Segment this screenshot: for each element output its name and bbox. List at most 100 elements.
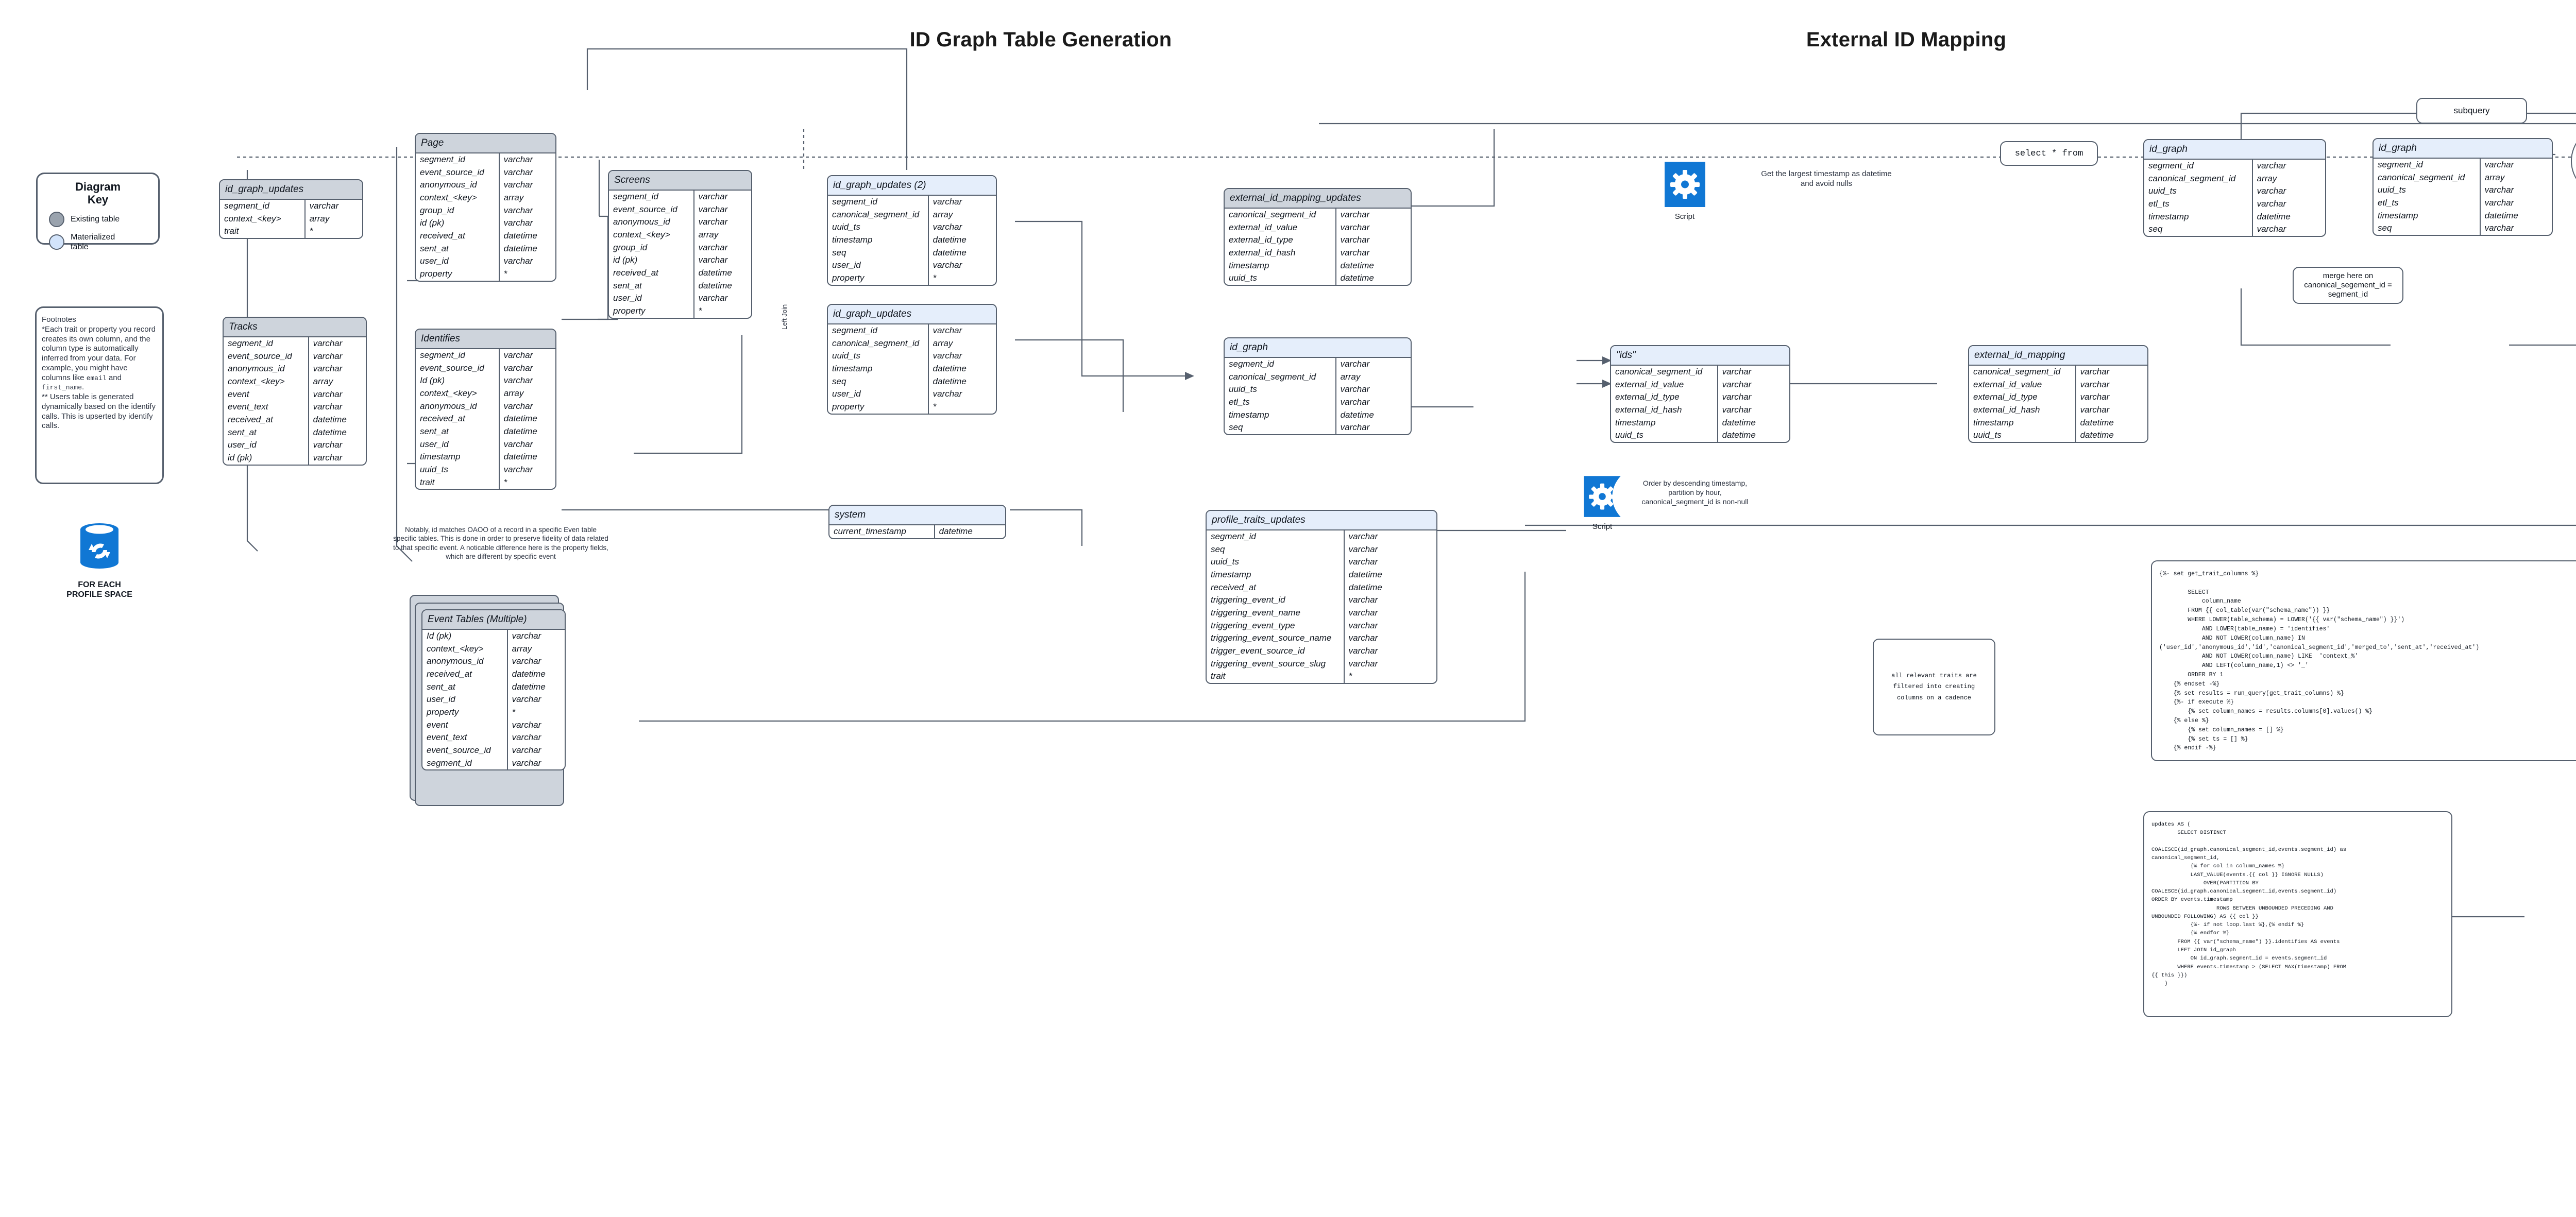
column-name-cell: uuid_ts	[1225, 383, 1336, 396]
column-name-cell: user_id	[422, 693, 508, 706]
column-name-cell: segment_id	[1225, 357, 1336, 371]
table-row: context_<key>array	[416, 387, 555, 400]
column-type-cell: datetime	[503, 243, 537, 253]
legend-item-materialized: Materialized table	[49, 232, 158, 252]
table-row: received_at datetime	[609, 266, 751, 280]
column-type-cell: varchar	[1340, 222, 1370, 232]
column-type-cell: array	[698, 229, 719, 239]
section-title-id-graph: ID Graph Table Generation	[909, 28, 1172, 51]
column-type-cell: datetime	[2484, 210, 2518, 220]
column-type-cell: varchar	[2484, 159, 2514, 169]
script-node-2[interactable]: Script	[1574, 474, 1631, 531]
column-type-cell: datetime	[933, 247, 967, 258]
column-name-cell: external_id_type	[1611, 391, 1718, 404]
script-node-1[interactable]: Script	[1654, 160, 1716, 221]
code-text-get-trait-columns: {%- set get_trait_columns %} SELECT colu…	[2159, 571, 2480, 752]
column-type-cell: varchar	[2484, 223, 2514, 233]
column-name-cell: trait	[416, 476, 500, 489]
table-header: id_graph	[1225, 338, 1411, 358]
legend-label-existing: Existing table	[71, 215, 120, 224]
code-text-updates-cte: updates AS ( SELECT DISTINCT COALESCE(id…	[2151, 821, 2347, 987]
column-type-cell: varchar	[503, 167, 533, 177]
column-type-cell: datetime	[313, 427, 347, 437]
column-type-cell: varchar	[512, 630, 541, 641]
column-type-cell: datetime	[698, 267, 732, 278]
column-name-cell: segment_id	[1207, 530, 1345, 543]
column-name-cell: external_id_type	[1225, 234, 1336, 247]
union-node[interactable]: Union	[2571, 126, 2576, 196]
column-name-cell: property	[609, 305, 694, 318]
column-type-cell: varchar	[933, 351, 962, 361]
column-name-cell: etl_ts	[2374, 196, 2481, 210]
column-name-cell: trigger_event_source_id	[1207, 645, 1345, 658]
column-name-cell: anonymous_id	[422, 655, 508, 668]
column-name-cell: segment_id	[828, 324, 929, 337]
column-name-cell: context_<key>	[416, 387, 500, 400]
column-type-cell: varchar	[313, 364, 343, 374]
column-type-cell: varchar	[1722, 404, 1752, 415]
column-type-cell: datetime	[1340, 409, 1374, 420]
column-name-cell: context_<key>	[416, 191, 500, 204]
column-type-cell: datetime	[2257, 211, 2291, 221]
column-type-cell: datetime	[512, 669, 546, 679]
subquery-box[interactable]: subquery	[2416, 98, 2527, 124]
column-type-cell: array	[503, 388, 524, 398]
script-label-2: Script	[1592, 522, 1613, 531]
gear-script-icon	[1664, 162, 1705, 207]
select-star-from-box[interactable]: select * from	[2000, 141, 2098, 166]
column-name-cell: external_id_value	[1969, 378, 2076, 391]
column-name-cell: timestamp	[416, 451, 500, 464]
merge-here-box[interactable]: merge here on canonical_segement_id = se…	[2293, 267, 2403, 304]
column-name-cell: timestamp	[2374, 209, 2481, 222]
column-name-cell: timestamp	[1225, 408, 1336, 422]
column-type-cell: array	[2484, 172, 2505, 182]
column-type-cell: datetime	[698, 280, 732, 290]
column-name-cell: received_at	[609, 266, 694, 280]
column-name-cell: user_id	[828, 388, 929, 401]
table-header: id_graph_updates (2)	[828, 176, 996, 196]
diagram-key-title: Diagram Key	[38, 180, 158, 207]
column-name-cell: triggering_event_type	[1207, 619, 1345, 632]
column-type-cell: varchar	[503, 401, 533, 411]
column-name-cell: uuid_ts	[828, 221, 929, 234]
